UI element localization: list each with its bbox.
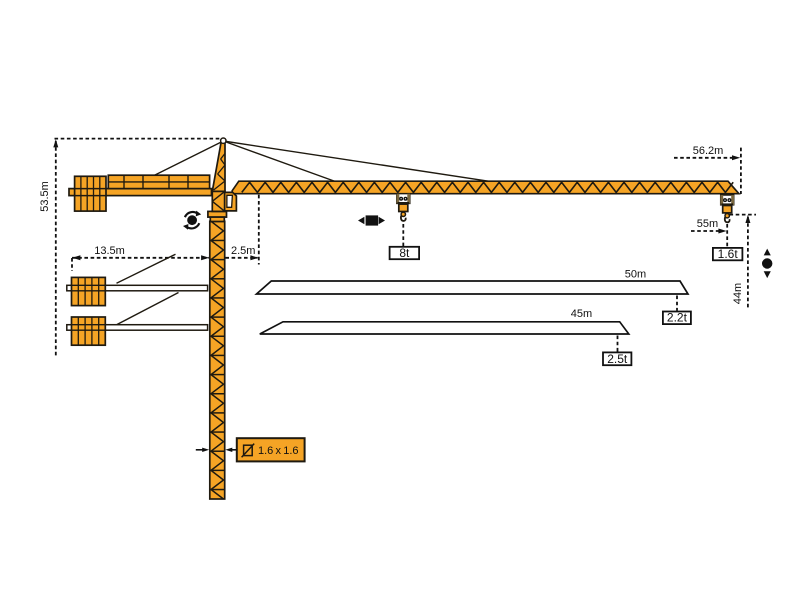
svg-text:1.6 x 1.6: 1.6 x 1.6 bbox=[258, 445, 299, 457]
svg-text:8t: 8t bbox=[399, 246, 410, 260]
svg-text:55m: 55m bbox=[697, 218, 718, 230]
svg-text:45m: 45m bbox=[571, 308, 592, 320]
svg-text:44m: 44m bbox=[732, 283, 744, 304]
svg-text:13.5m: 13.5m bbox=[94, 245, 125, 257]
svg-text:50m: 50m bbox=[625, 268, 646, 280]
svg-text:1.6t: 1.6t bbox=[718, 247, 739, 261]
svg-text:56.2m: 56.2m bbox=[693, 145, 724, 157]
svg-text:2.5t: 2.5t bbox=[607, 352, 628, 366]
svg-text:2.5m: 2.5m bbox=[231, 245, 255, 257]
svg-text:2.2t: 2.2t bbox=[667, 311, 688, 325]
svg-text:53.5m: 53.5m bbox=[39, 181, 51, 212]
